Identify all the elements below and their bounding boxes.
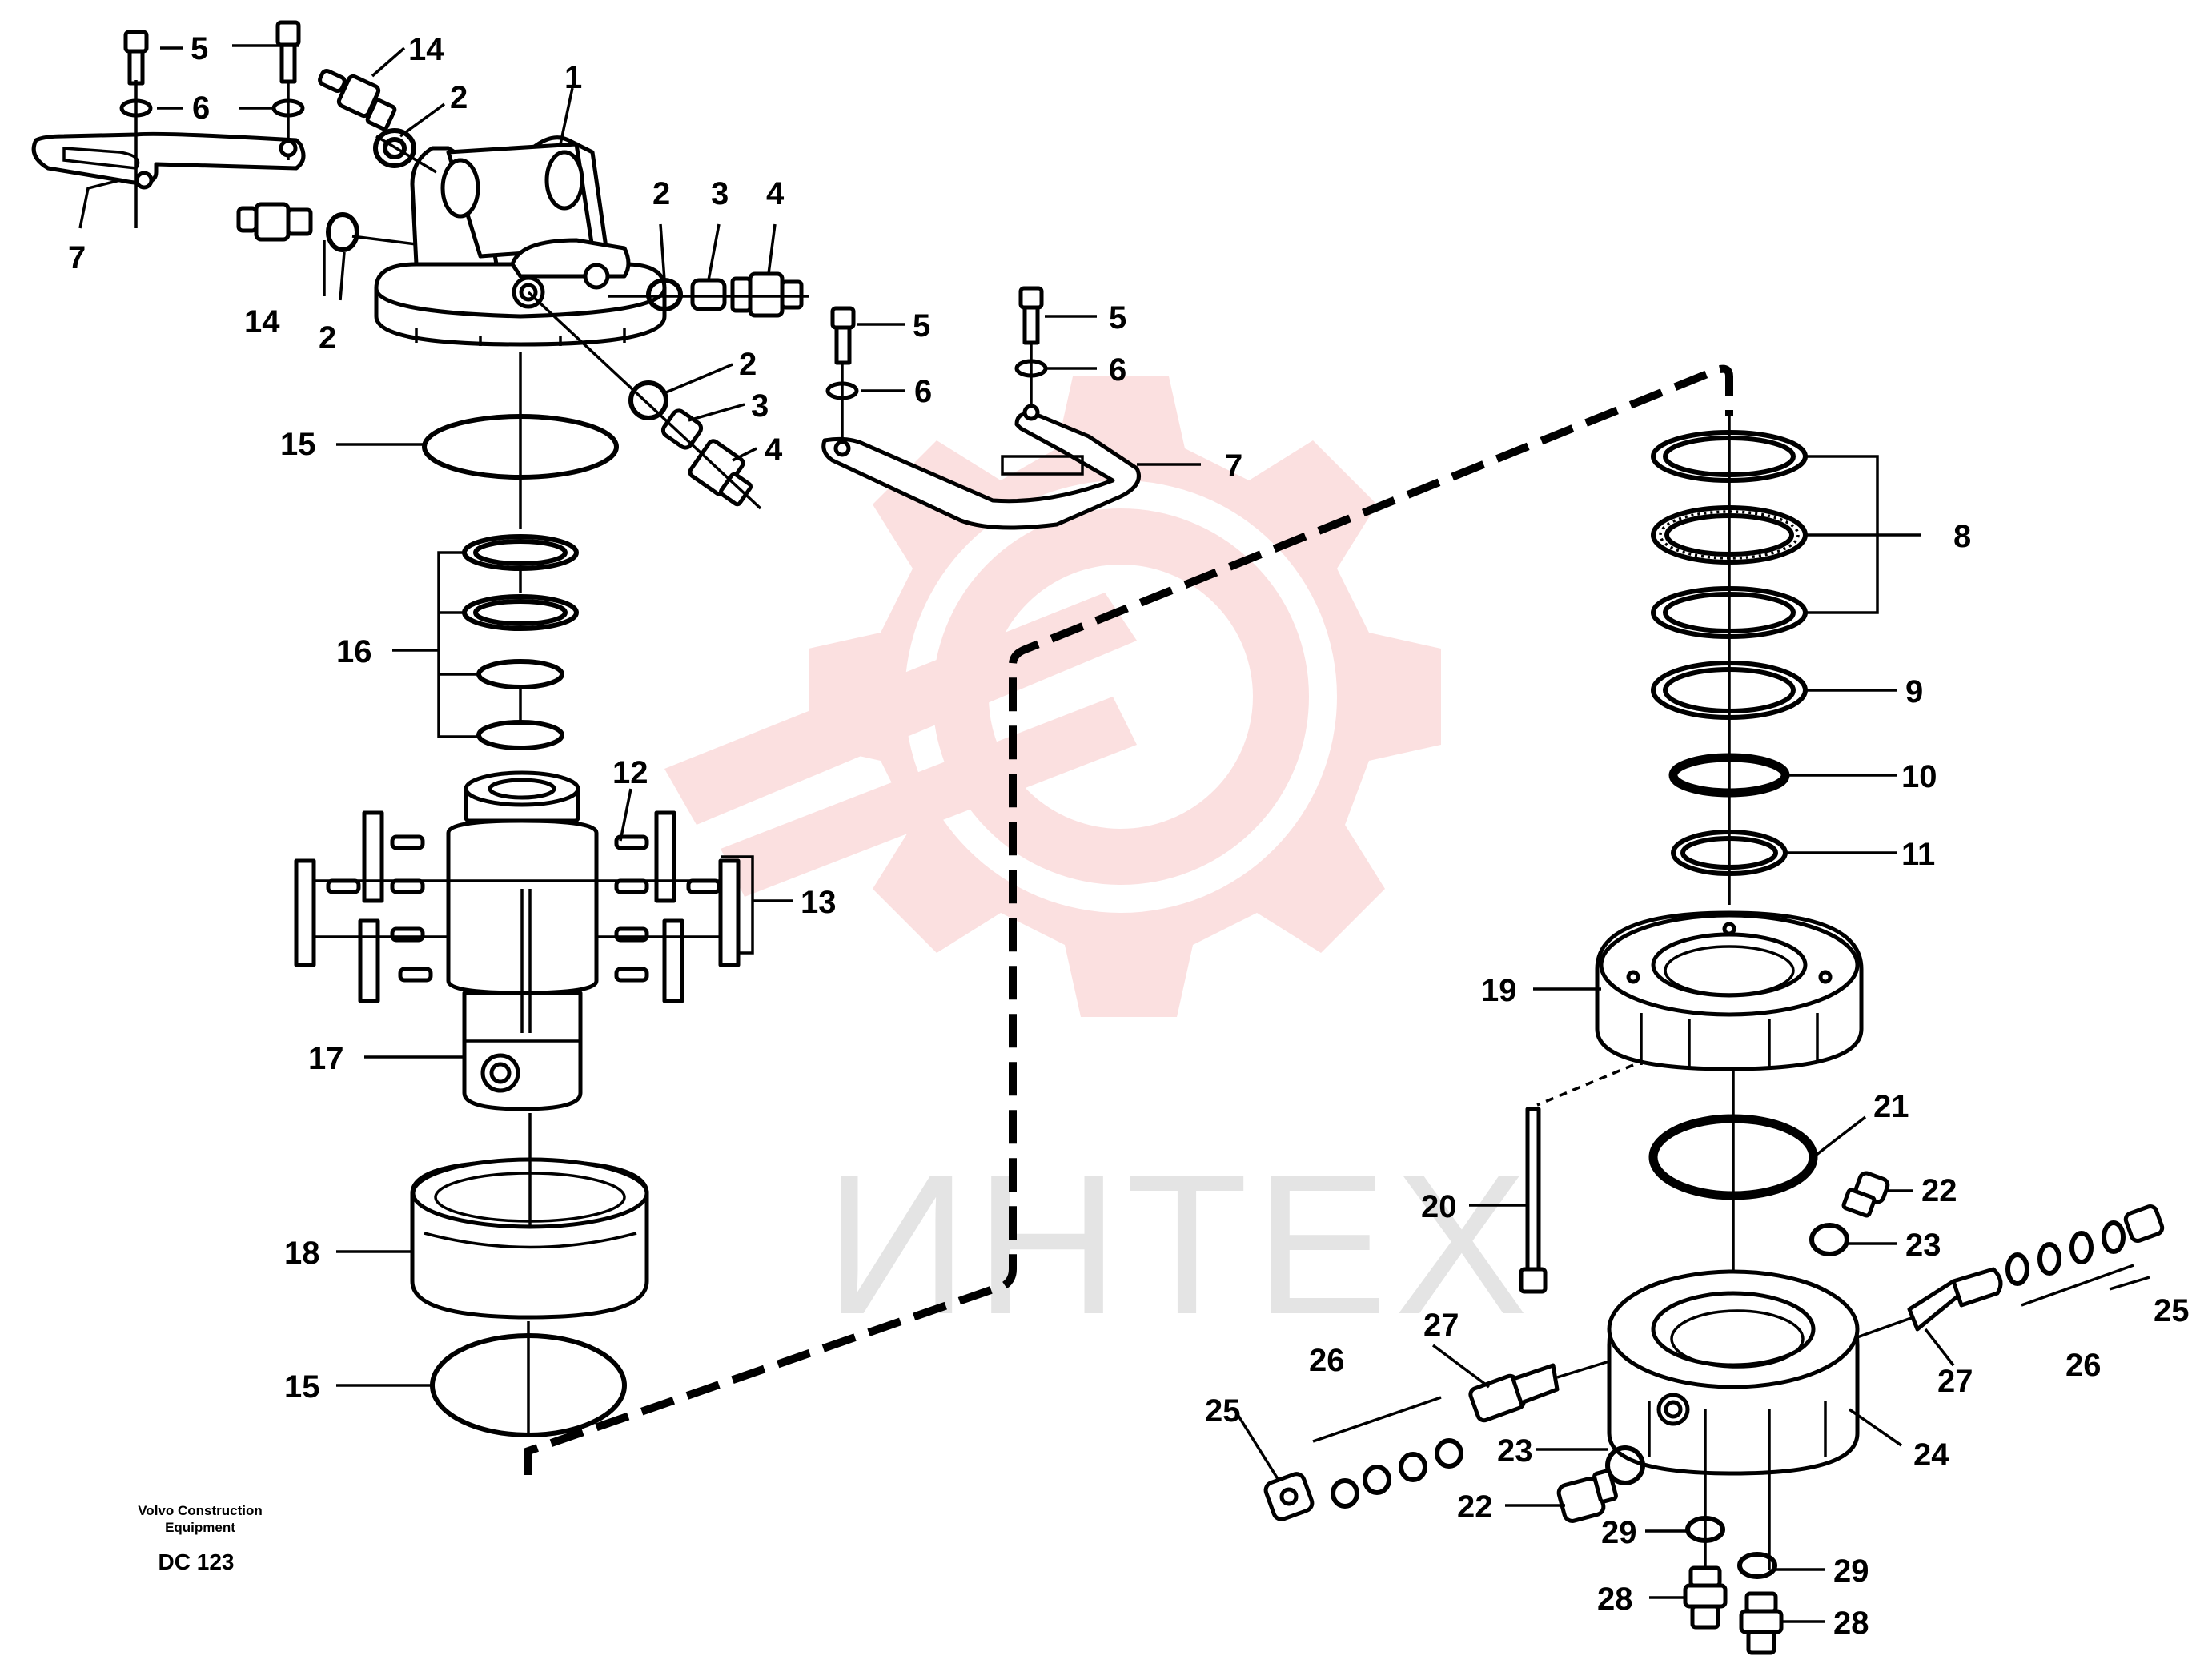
label-15: 15 xyxy=(284,1369,320,1405)
bolt-part-5-top-left xyxy=(123,30,149,86)
wedge-part-27-left xyxy=(1468,1363,1560,1423)
label-16: 16 xyxy=(336,634,372,669)
publisher-subname: Equipment xyxy=(165,1520,235,1535)
publisher-block: Volvo Construction Equipment DC 123 xyxy=(138,1503,263,1574)
label-14: 14 xyxy=(408,32,444,67)
label-18: 18 xyxy=(284,1236,320,1271)
plug-part-25-right xyxy=(2123,1204,2165,1244)
seal-ring-part-2-right-lower xyxy=(628,380,668,420)
label-19: 19 xyxy=(1481,973,1517,1008)
label-6: 6 xyxy=(192,90,210,126)
shim-set-part-26-right xyxy=(2005,1220,2126,1286)
wedge-part-27-right xyxy=(1907,1267,2003,1332)
label-4: 4 xyxy=(765,432,783,468)
label-27: 27 xyxy=(1937,1364,1973,1399)
fitting-part-14-top xyxy=(318,68,397,131)
label-13: 13 xyxy=(801,885,837,920)
label-2: 2 xyxy=(319,320,336,356)
label-1: 1 xyxy=(564,60,582,95)
bolt-part-5-top-mid xyxy=(275,20,301,84)
publisher-name: Volvo Construction xyxy=(138,1503,263,1518)
fitting-part-14-left xyxy=(236,202,313,242)
label-25: 25 xyxy=(2154,1293,2190,1328)
label-22: 22 xyxy=(1921,1173,1957,1208)
label-11: 11 xyxy=(1901,837,1935,872)
label-8: 8 xyxy=(1953,519,1971,554)
seal-ring-part-2-top xyxy=(373,128,416,168)
intekh-watermark-logo xyxy=(664,376,1441,1017)
nipple-part-28-right xyxy=(1739,1591,1784,1655)
label-3: 3 xyxy=(751,388,769,424)
rotary-core-part-17 xyxy=(446,770,599,1111)
label-10: 10 xyxy=(1901,759,1937,794)
washer-part-29-right xyxy=(1737,1552,1777,1579)
label-28: 28 xyxy=(1597,1582,1633,1617)
label-29: 29 xyxy=(1601,1515,1637,1550)
label-22: 22 xyxy=(1457,1489,1493,1525)
rotor-housing-part-24 xyxy=(1607,1269,1860,1476)
label-15: 15 xyxy=(280,427,316,462)
label-20: 20 xyxy=(1421,1189,1457,1224)
label-23: 23 xyxy=(1905,1228,1941,1263)
watermark-text: ИНТЕХ xyxy=(825,1132,1534,1356)
washer-part-23-upper xyxy=(1809,1223,1849,1256)
housing-part-18 xyxy=(410,1113,649,1320)
label-21: 21 xyxy=(1873,1089,1909,1124)
bolt-part-20 xyxy=(1519,1107,1548,1294)
plug-part-25-left xyxy=(1263,1472,1315,1521)
seal-part-16-c xyxy=(476,659,564,689)
label-9: 9 xyxy=(1905,674,1923,709)
plug-part-22-upper xyxy=(1841,1171,1890,1218)
label-5: 5 xyxy=(191,31,208,66)
seal-part-16-d xyxy=(476,720,564,750)
gear-icon xyxy=(809,376,1441,1017)
label-14: 14 xyxy=(244,304,280,340)
union-part-4-right-upper xyxy=(730,271,804,318)
label-2: 2 xyxy=(652,176,670,211)
bolt-part-5-right xyxy=(1018,286,1044,345)
label-25: 25 xyxy=(1205,1393,1241,1429)
label-5: 5 xyxy=(1109,300,1126,336)
label-23: 23 xyxy=(1497,1433,1533,1469)
label-6: 6 xyxy=(1109,352,1126,388)
leader-lines xyxy=(78,44,2150,1623)
label-6: 6 xyxy=(914,374,932,409)
label-29: 29 xyxy=(1833,1553,1869,1589)
part-number-labels: 5 6 7 14 2 1 14 2 2 3 4 5 5 6 6 7 2 3 4 … xyxy=(68,31,2190,1641)
bracket-part-7-left xyxy=(31,131,306,185)
seal-ring-part-2-left xyxy=(326,212,359,252)
swivel-housing-part-1 xyxy=(374,135,667,347)
label-2: 2 xyxy=(739,347,757,382)
label-12: 12 xyxy=(612,755,648,790)
assembly-connector-dashed-line xyxy=(524,364,1733,1475)
label-27: 27 xyxy=(1423,1308,1459,1343)
label-26: 26 xyxy=(1309,1343,1345,1378)
shim-set-part-26-left xyxy=(1331,1438,1463,1509)
washer-part-29-left xyxy=(1685,1516,1725,1543)
label-7: 7 xyxy=(68,240,86,275)
label-2: 2 xyxy=(450,80,468,115)
nipple-part-28-left xyxy=(1683,1565,1728,1630)
label-26: 26 xyxy=(2065,1348,2102,1383)
label-4: 4 xyxy=(766,176,785,211)
label-17: 17 xyxy=(308,1041,344,1076)
label-7: 7 xyxy=(1225,448,1242,484)
vane-set-part-13 xyxy=(294,810,741,1003)
adapter-part-3-right-lower xyxy=(660,408,704,450)
label-5: 5 xyxy=(913,308,930,344)
washer-part-23-lower xyxy=(1605,1445,1645,1485)
label-24: 24 xyxy=(1913,1437,1949,1473)
label-3: 3 xyxy=(711,176,729,211)
label-28: 28 xyxy=(1833,1606,1869,1641)
adapter-part-3-right-upper xyxy=(690,278,727,311)
bracket-part-7-right xyxy=(821,412,1141,530)
bolt-part-5-center xyxy=(830,306,856,365)
lock-nut-part-19 xyxy=(1595,910,1864,1071)
diagram-code: DC 123 xyxy=(159,1549,235,1574)
